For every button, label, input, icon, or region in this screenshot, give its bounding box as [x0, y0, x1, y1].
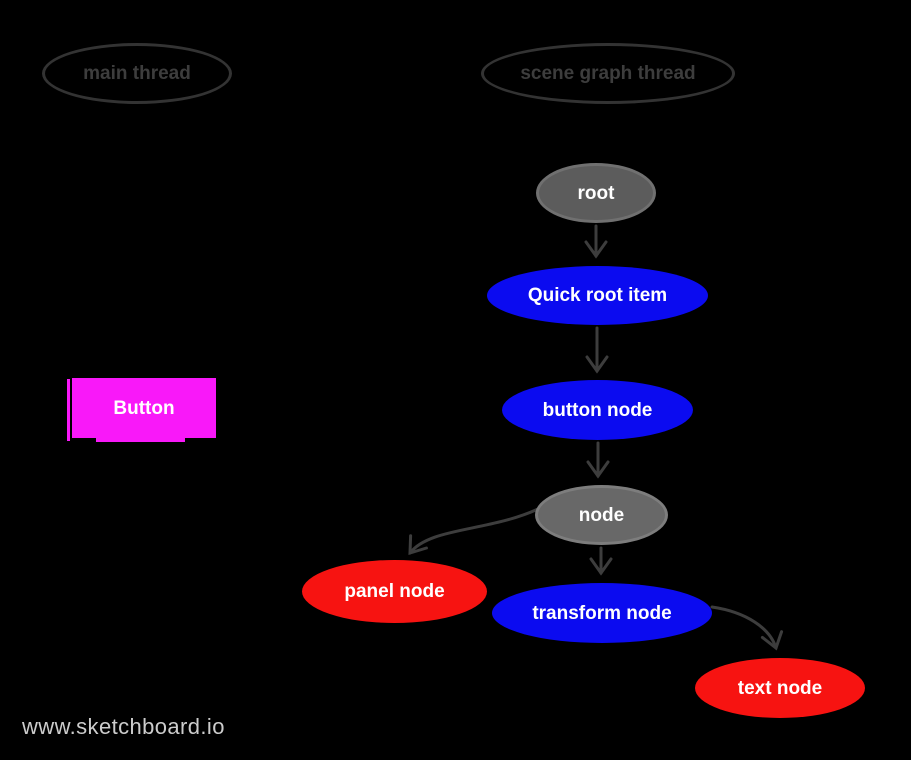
edge-node-to-panel-node[interactable]: [408, 507, 540, 556]
node-quick-root-item[interactable]: Quick root item: [487, 266, 708, 325]
lane-scene-graph-thread[interactable]: scene graph thread: [481, 43, 735, 104]
node-label: panel node: [344, 581, 445, 602]
node-label: text node: [737, 677, 823, 699]
node-label: root: [577, 182, 615, 204]
button-label: Button: [113, 397, 175, 419]
button-rectangle[interactable]: Button: [67, 378, 216, 442]
node-node[interactable]: node: [535, 485, 668, 545]
node-label: node: [578, 504, 625, 526]
lane-label: main thread: [83, 62, 191, 84]
node-label: Quick root item: [527, 285, 668, 306]
node-text-node[interactable]: text node: [695, 658, 865, 718]
node-root[interactable]: root: [536, 163, 656, 223]
node-button-node[interactable]: button node: [502, 380, 693, 440]
lane-label: scene graph thread: [520, 62, 696, 84]
node-label: button node: [542, 399, 653, 421]
node-label: transform node: [532, 602, 672, 624]
edge-transform-node-to-text-node[interactable]: [710, 605, 784, 651]
lane-main-thread[interactable]: main thread: [42, 43, 232, 104]
sketchboard-watermark: www.sketchboard.io: [22, 714, 225, 739]
node-panel-node[interactable]: panel node: [302, 560, 487, 623]
node-transform-node[interactable]: transform node: [492, 583, 712, 643]
